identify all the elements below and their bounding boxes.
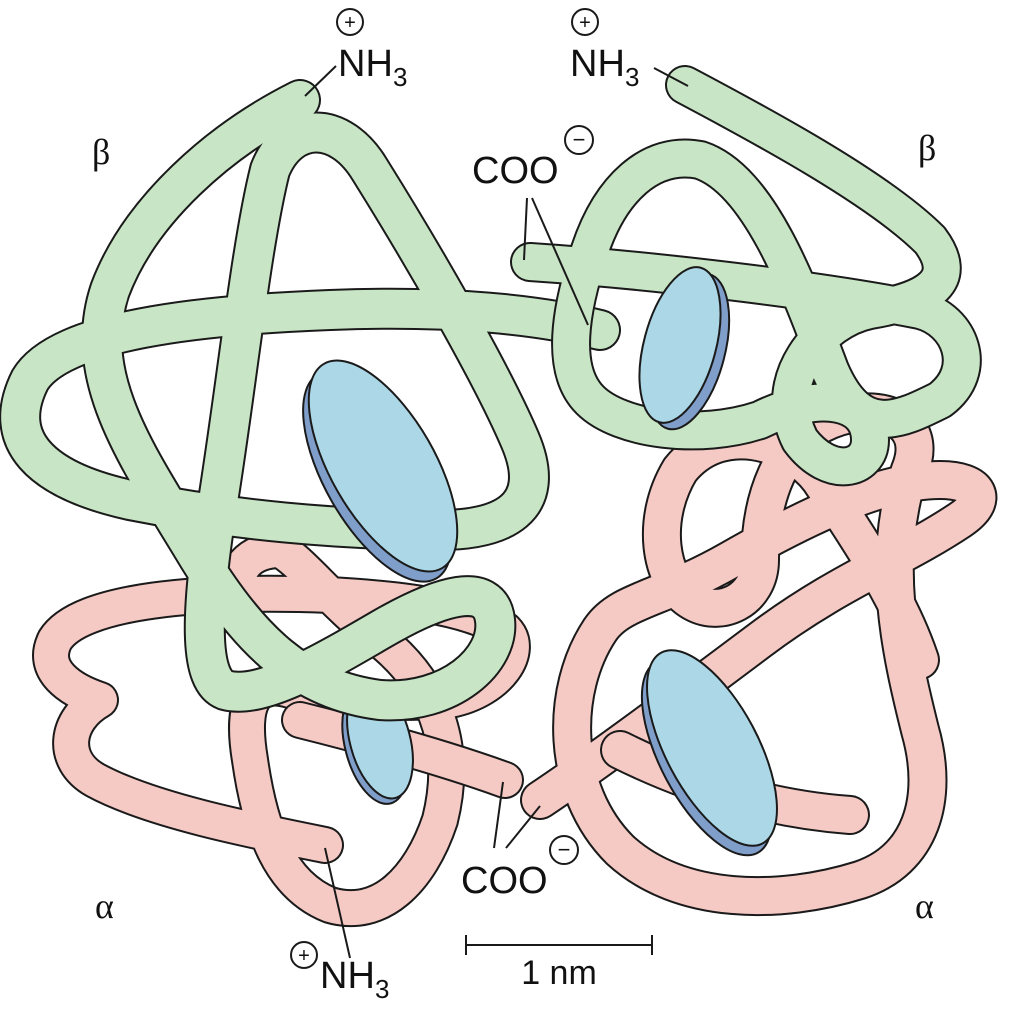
coo-text: COO — [472, 150, 559, 192]
plus-sign: + — [579, 12, 591, 34]
amino-terminus-top-left: + NH 3 — [336, 8, 407, 92]
nh3-subscript: 3 — [375, 974, 389, 1004]
nh3-text: NH — [570, 43, 625, 85]
plus-charge-icon — [336, 8, 364, 36]
nh3-subscript: 3 — [393, 62, 407, 92]
alpha-label-left: α — [95, 886, 114, 926]
amino-terminus-bottom: + NH 3 — [290, 941, 389, 1004]
minus-sign: − — [573, 127, 586, 152]
carboxyl-terminus-bottom: COO − — [461, 835, 579, 902]
nh3-text: NH — [338, 43, 393, 85]
heme-beta-right — [638, 266, 731, 431]
nh3-subscript: 3 — [625, 62, 639, 92]
alpha-label-right: α — [915, 886, 934, 926]
plus-sign: + — [344, 12, 356, 34]
scale-bar: 1 nm — [465, 935, 653, 992]
beta-chain-left — [0, 79, 621, 722]
beta-label-right: β — [918, 128, 936, 168]
coo-text: COO — [461, 860, 548, 902]
leader-lines — [304, 65, 689, 959]
nh3-text: NH — [320, 955, 375, 997]
plus-sign: + — [298, 945, 310, 967]
minus-sign: − — [558, 837, 571, 862]
heme-beta-left — [302, 359, 459, 583]
scale-bar-label: 1 nm — [521, 954, 597, 992]
plus-charge-icon — [290, 941, 318, 969]
minus-charge-icon — [549, 835, 579, 865]
minus-charge-icon — [564, 125, 594, 155]
heme-alpha-right — [640, 649, 778, 857]
plus-charge-icon — [571, 8, 599, 36]
beta-chain-right — [510, 65, 982, 487]
carboxyl-terminus-top: COO − — [472, 125, 594, 192]
amino-terminus-top-right: + NH 3 — [570, 8, 639, 92]
beta-label-left: β — [92, 132, 110, 172]
